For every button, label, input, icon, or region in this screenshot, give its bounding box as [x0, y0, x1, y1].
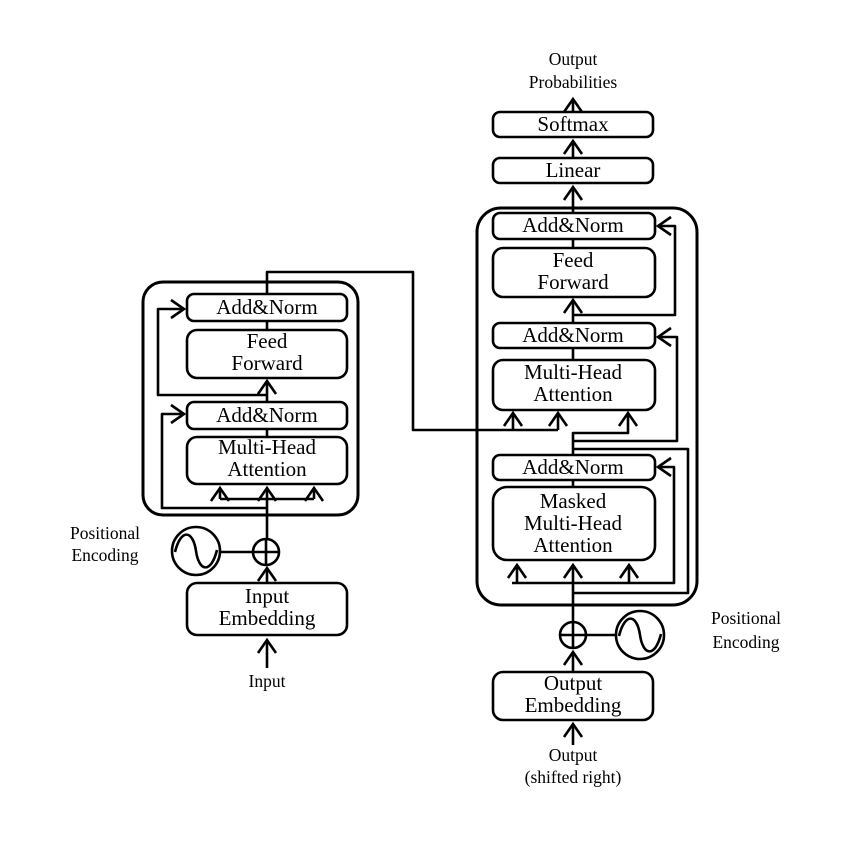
input-embedding-label-line2: Embedding [219, 606, 316, 630]
input-embedding-box [185, 581, 349, 637]
encoder-container-box [141, 280, 360, 517]
encoder-feed-forward-box [185, 328, 349, 380]
decoder-add-norm-middle-box [491, 321, 657, 350]
linear-box [491, 156, 655, 185]
decoder-add-norm-bottom-box [491, 453, 657, 482]
decoder-feed-forward-label-line2: Forward [537, 270, 609, 294]
output-embedding-label-line2: Embedding [525, 693, 622, 717]
decoder-input-section: Output Embedding Output (shifted right) [491, 649, 655, 787]
encoder-feed-forward-label-line2: Forward [231, 351, 303, 375]
encoder-block: Add&Norm Feed Forward Add&Norm Multi-Hea… [141, 270, 558, 539]
positional-encoding-left-label-line1: Positional [70, 523, 140, 543]
output-probabilities-label-line2: Probabilities [529, 72, 618, 92]
positional-encoding-right-label-line1: Positional [711, 608, 781, 628]
decoder-positional-encoding: Positional Encoding [558, 608, 781, 661]
encoder-feed-forward-label-line1: Feed [247, 329, 288, 353]
decoder-masked-attention-residual-line [512, 456, 676, 585]
encoder-add-norm-bottom-box [185, 400, 349, 431]
decoder-feed-forward-label-line1: Feed [553, 248, 594, 272]
masked-multi-head-attention-box [491, 485, 657, 562]
encoder-positional-encoding: Positional Encoding [70, 523, 281, 577]
encoder-feed-forward-residual-line [156, 298, 267, 397]
encoder-multi-head-attention-box [185, 435, 349, 486]
output-probabilities-label-line1: Output [549, 49, 598, 69]
decoder-container-box [475, 206, 699, 607]
sine-wave-icon [617, 617, 663, 653]
decoder-multi-head-attention-box [491, 358, 657, 412]
output-embedding-box [491, 670, 655, 722]
encoder-to-decoder-connection-line [265, 270, 558, 432]
decoder-output-head: Output Probabilities Softmax Linear [491, 49, 655, 213]
decoder-outer-residual-loop-line [573, 447, 690, 595]
encoder-add-norm-top-label: Add&Norm [216, 295, 318, 319]
masked-mha-label-line3: Attention [533, 533, 613, 557]
encoder-input-section: Input Embedding Input [185, 565, 349, 691]
decoder-add-norm-middle-label: Add&Norm [522, 323, 624, 347]
decoder-block: Add&Norm Feed Forward Add&Norm Multi-Hea… [475, 206, 699, 622]
sine-wave-icon [173, 533, 219, 569]
masked-mha-label-line1: Masked [540, 489, 607, 513]
softmax-box [491, 110, 655, 139]
decoder-cross-attention-residual-line [573, 326, 679, 443]
encoder-add-norm-top-box [185, 292, 349, 323]
input-caption: Input [249, 671, 286, 691]
linear-label: Linear [546, 158, 601, 182]
output-embedding-label-line1: Output [544, 671, 603, 695]
decoder-mha-label-line1: Multi-Head [524, 360, 622, 384]
encoder-mha-label-line1: Multi-Head [218, 435, 316, 459]
positional-encoding-icon [614, 609, 666, 661]
encoder-attention-residual-line [160, 403, 267, 510]
decoder-feed-forward-box [491, 246, 657, 299]
positional-encoding-right-label-line2: Encoding [712, 632, 779, 652]
positional-encoding-left-label-line2: Encoding [71, 545, 138, 565]
softmax-label: Softmax [537, 112, 609, 136]
decoder-add-norm-top-label: Add&Norm [522, 213, 624, 237]
encoder-mha-label-line2: Attention [227, 457, 307, 481]
decoder-mha-label-line2: Attention [533, 382, 613, 406]
decoder-query-line [571, 410, 639, 455]
decoder-add-norm-bottom-label: Add&Norm [522, 455, 624, 479]
decoder-add-norm-top-box [491, 211, 657, 241]
encoder-add-norm-bottom-label: Add&Norm [216, 403, 318, 427]
output-shifted-caption-line1: Output [549, 745, 598, 765]
decoder-feed-forward-residual-line [573, 215, 677, 317]
input-embedding-label-line1: Input [245, 584, 289, 608]
masked-mha-label-line2: Multi-Head [524, 511, 622, 535]
output-shifted-caption-line2: (shifted right) [525, 767, 622, 787]
